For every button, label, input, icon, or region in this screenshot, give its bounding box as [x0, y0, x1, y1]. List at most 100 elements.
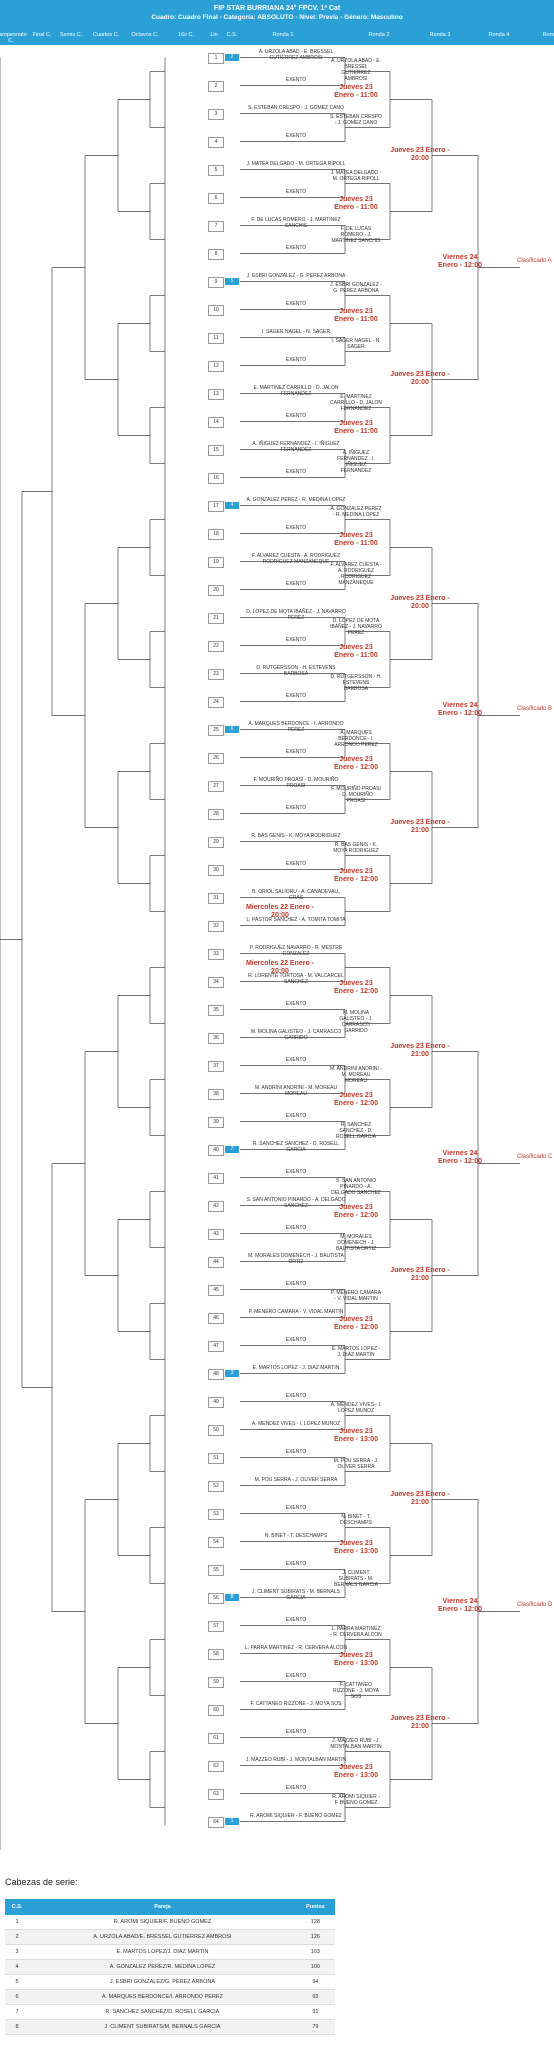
slot-number: 22	[208, 640, 224, 652]
slot-number: 23	[208, 668, 224, 680]
slot-number: 56	[208, 1592, 224, 1604]
player-pair: EXENTO	[285, 1168, 307, 1175]
slot-number: 34	[208, 976, 224, 988]
slot-number: 6	[208, 192, 224, 204]
player-pair: M. POU SERRA - J. OLIVER SERRA	[254, 1476, 338, 1483]
column-header: Semis C.	[59, 32, 83, 38]
round2-team: M. ANDRINI ANDRINI - M. MOREAU MOREAU	[330, 1065, 382, 1084]
round2-team: F. MOURIÑO PROASI - D. MOURIÑO PROASI	[331, 785, 381, 804]
round2-team: R. AROMI SIQUIER - F. BUENO GOMEZ	[332, 1793, 380, 1806]
seed-cell: 1	[5, 1915, 30, 1930]
slot-number: 38	[208, 1088, 224, 1100]
round2-schedule: Jueves 23 Enero - 12:00	[334, 979, 378, 995]
player-pair: EXENTO	[285, 188, 307, 195]
seed-cell: 100	[295, 1959, 335, 1975]
column-header: Campeonato C.	[0, 32, 27, 44]
slot-number: 50	[208, 1424, 224, 1436]
slot-number: 18	[208, 528, 224, 540]
round3-schedule: Jueves 23 Enero - 20:00	[390, 594, 450, 610]
player-pair: J. MAZZEO RUBI - J. MONTALBAN MARTIN	[245, 1756, 347, 1763]
round1-schedule: Miercoles 22 Enero - 20:00	[245, 959, 315, 975]
round2-schedule: Jueves 23 Enero - 12:00	[334, 755, 378, 771]
column-header: Ronda 4	[488, 32, 510, 38]
player-pair: R. LORENTE TORTOSA - M. VALCARCEL SANCHE…	[248, 972, 344, 985]
slot-number: 13	[208, 388, 224, 400]
round2-team: M. POU SERRA - J. OLIVER SERRA	[333, 1457, 379, 1470]
seed-cell: 8	[5, 2019, 30, 2035]
slot-number: 29	[208, 836, 224, 848]
player-pair: E. MARTINEZ CARRILLO - D. JALON FERNANDE…	[253, 384, 339, 397]
round2-team: J. CLIMENT SUBIRATS - M. BERNALS GARCIA	[334, 1569, 378, 1588]
player-pair: F. DE LUCAS ROMERO - J. MARTINEZ SANCHIS	[251, 216, 341, 229]
seed-cell: J. CLIMENT SUBIRATS/M. BERNALS GARCIA	[29, 2019, 296, 2035]
slot-number: 37	[208, 1060, 224, 1072]
round4-schedule: Viernes 24 Enero - 12:00	[438, 253, 482, 269]
slot-number: 19	[208, 556, 224, 568]
player-pair: A. MARQUES BERDONCE - I. ARRONDO PEREZ	[248, 720, 344, 733]
player-pair: E. MARTOS LOPEZ - J. DIAZ MARTIN	[252, 1364, 340, 1371]
player-pair: EXENTO	[285, 748, 307, 755]
column-header: Cuartos C.	[92, 32, 120, 38]
round2-team: S. ESTEBAN CRESPO - J. GOMEZ CANO	[330, 113, 382, 126]
round2-team: J. MATEA DELGADO - M. ORTEGA RIPOLL	[330, 169, 382, 182]
round3-schedule: Jueves 23 Enero - 21:00	[390, 1042, 450, 1058]
slot-number: 49	[208, 1396, 224, 1408]
player-pair: A. GONZALEZ PEREZ - R. MEDINA LOPEZ	[246, 496, 346, 503]
slot-number: 26	[208, 752, 224, 764]
seed-badge: 2	[225, 53, 239, 61]
player-pair: D. LOPEZ DE MOTA IBAÑEZ - J. NAVARRO PER…	[246, 608, 346, 621]
column-header: Ronda 2	[368, 32, 390, 38]
player-pair: EXENTO	[285, 412, 307, 419]
slot-number: 33	[208, 948, 224, 960]
slot-number: 55	[208, 1564, 224, 1576]
slot-number: 46	[208, 1312, 224, 1324]
round2-schedule: Jueves 23 Enero - 11:00	[334, 643, 378, 659]
player-pair: A. MENDEZ VIVES - I. LOPEZ MUNOZ	[251, 1420, 341, 1427]
round2-team: A. MENDEZ VIVES - I. LOPEZ MUNOZ	[330, 1401, 382, 1414]
player-pair: I. SAGER NAGEL - N. SAGER	[261, 328, 331, 335]
round3-schedule: Jueves 23 Enero - 20:00	[390, 146, 450, 162]
round2-schedule: Jueves 23 Enero - 11:00	[334, 307, 378, 323]
player-pair: M. MORALES DOMENECH - J. BAUTISTA ORTIZ	[248, 1252, 344, 1265]
seed-cell: 5	[5, 1974, 30, 1990]
round2-team: R. BAS GENIS - K. MOYA RODRIGUEZ	[333, 841, 379, 854]
round2-team: A. IÑIGUEZ FERNANDEZ - I. IÑIGUEZ FERNAN…	[337, 449, 375, 474]
player-pair: EXENTO	[285, 1336, 307, 1343]
tournament-subtitle: Cuadro: Cuadro Final - Categoría: ABSOLU…	[151, 14, 403, 21]
slot-number: 7	[208, 220, 224, 232]
player-pair: R. BAS GENIS - K. MOYA RODRIGUEZ	[251, 832, 341, 839]
player-pair: EXENTO	[285, 1784, 307, 1791]
seed-cell: 93	[295, 1989, 335, 2005]
seed-badge: 5	[225, 277, 239, 285]
slot-number: 10	[208, 304, 224, 316]
column-header: C.S.	[226, 32, 238, 38]
slot-number: 20	[208, 584, 224, 596]
seed-cell: 7	[5, 2004, 30, 2020]
seed-cell: R. AROMI SIQUIER/F. BUENO GOMEZ	[29, 1915, 296, 1930]
slot-number: 61	[208, 1732, 224, 1744]
slot-number: 63	[208, 1788, 224, 1800]
round2-schedule: Jueves 23 Enero - 13:00	[334, 1427, 378, 1443]
column-header: Ronda 1	[272, 32, 294, 38]
seed-badge: 1	[225, 1817, 239, 1825]
round2-team: I. SAGER NAGEL - N. SAGER	[331, 337, 381, 350]
seed-cell: R. SANCHEZ SANCHEZ/D. ROSELL GARCIA	[29, 2004, 296, 2020]
round2-team: P. MENERO CAMARA - V. VIDAL MARTIN	[330, 1289, 382, 1302]
slot-number: 21	[208, 612, 224, 624]
round2-schedule: Jueves 23 Enero - 11:00	[334, 419, 378, 435]
slot-number: 11	[208, 332, 224, 344]
player-pair: A. IÑIGUEZ FERNANDEZ - I. IÑIGUEZ FERNAN…	[252, 440, 340, 453]
player-pair: EXENTO	[285, 1560, 307, 1567]
slot-number: 30	[208, 864, 224, 876]
slot-number: 64	[208, 1816, 224, 1828]
seed-cell: 6	[5, 1989, 30, 2005]
round2-team: N. BINET - T. DESCHAMPS	[340, 1513, 372, 1526]
round2-team: S. SAN ANTONIO PINARDO - A. DELGADO SANC…	[331, 1177, 381, 1196]
slot-number: 25	[208, 724, 224, 736]
player-pair: EXENTO	[285, 1280, 307, 1287]
seed-cell: 91	[295, 2004, 335, 2020]
slot-number: 17	[208, 500, 224, 512]
